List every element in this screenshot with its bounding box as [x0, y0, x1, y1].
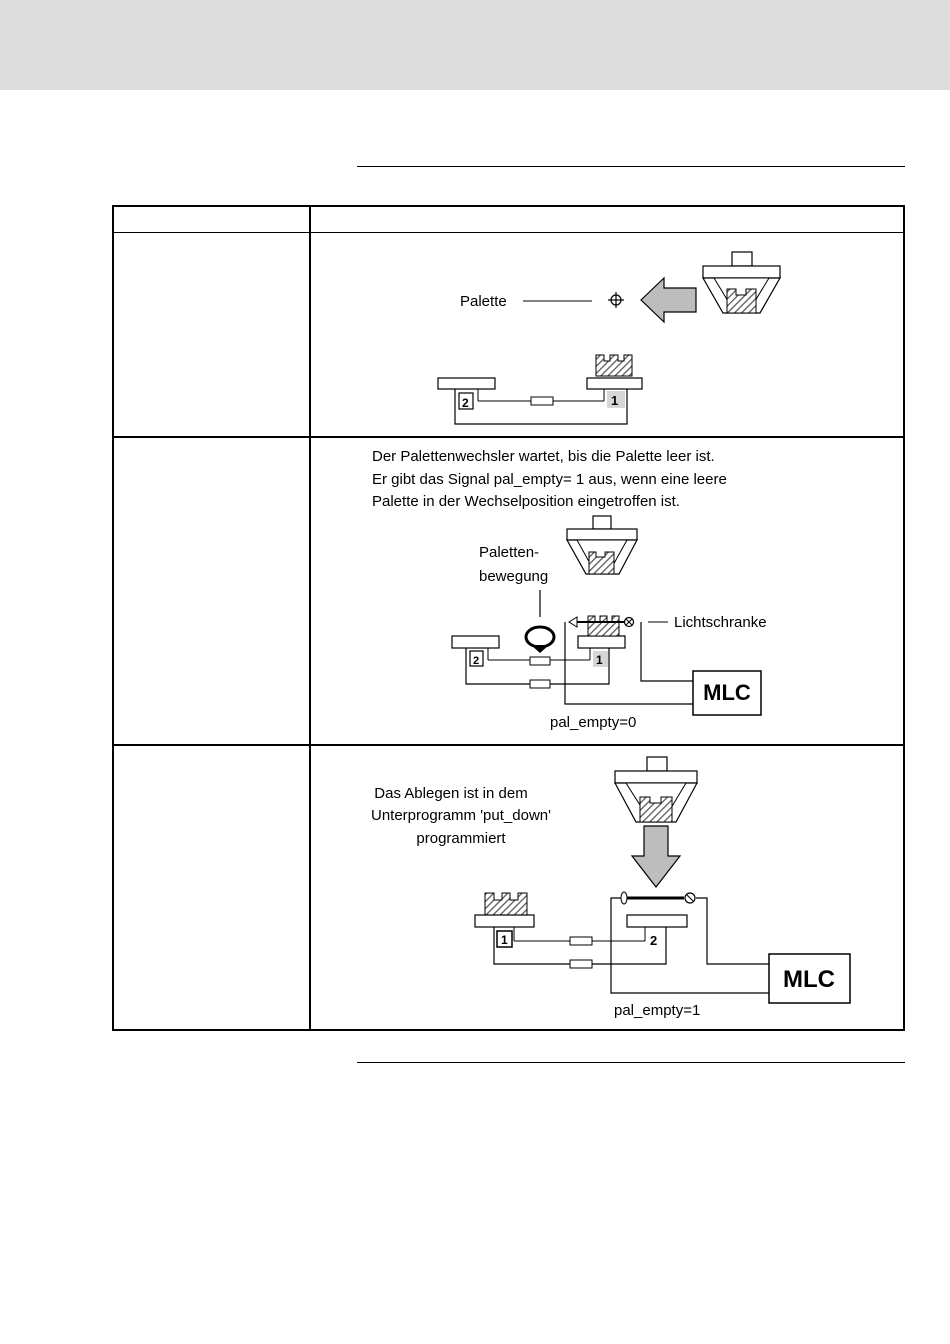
pallet-changer: 2 1: [451, 615, 626, 689]
table-header-rule: [112, 232, 905, 233]
controller-label: MLC: [703, 680, 751, 705]
bottom-rule: [357, 1062, 905, 1063]
description-line: Palette in der Wechselposition eingetrof…: [372, 493, 680, 510]
motion-label-line: Paletten-: [479, 544, 539, 561]
motion-label-line: bewegung: [479, 568, 548, 585]
station-number-left: 1: [501, 933, 508, 947]
gripper-icon: [565, 515, 638, 575]
light-barrier-icon: [568, 616, 635, 628]
palette-label: Palette: [460, 293, 507, 310]
mlc-box: [692, 670, 762, 716]
rotation-icon: [524, 625, 556, 653]
note-line: Unterprogramm 'put_down': [371, 807, 551, 824]
signal-label: pal_empty=1: [614, 1002, 700, 1019]
gripper-icon: [613, 756, 699, 823]
gripper-icon: [701, 251, 782, 314]
step-table: [112, 205, 905, 1031]
station-number-right: 1: [611, 393, 618, 408]
station-number-right: 1: [596, 653, 603, 667]
description-line: Der Palettenwechsler wartet, bis die Pal…: [372, 448, 715, 465]
diagram-palette-approach: Palette 2 1: [437, 251, 782, 425]
diagram-wait-empty: Der Palettenwechsler wartet, bis die Pal…: [372, 448, 767, 731]
table-column-divider: [309, 205, 311, 1031]
table-row-divider: [112, 436, 905, 438]
diagram-put-down: Das Ablegen ist in dem Unterprogramm 'pu…: [371, 756, 851, 1019]
station-number-right: 2: [650, 933, 657, 948]
mlc-box: [768, 953, 851, 1004]
station-number-left: 2: [473, 655, 479, 667]
top-rule: [357, 166, 905, 167]
table-row-divider: [112, 744, 905, 746]
left-arrow-icon: [640, 276, 697, 324]
page-header-band: [0, 0, 950, 90]
pallet-changer: 1 2: [474, 892, 688, 969]
note-line: Das Ablegen ist in dem: [374, 785, 527, 802]
description-line: Er gibt das Signal pal_empty= 1 aus, wen…: [372, 471, 727, 488]
down-arrow-icon: [630, 825, 682, 888]
station-number-left: 2: [462, 396, 469, 410]
light-barrier-icon: [620, 891, 696, 905]
controller-label: MLC: [783, 966, 835, 993]
crosshair-icon: [608, 292, 624, 308]
note-line: programmiert: [416, 830, 506, 847]
signal-label: pal_empty=0: [550, 714, 636, 731]
pallet-changer: 2 1: [437, 354, 643, 425]
sensor-label: Lichtschranke: [674, 614, 767, 631]
